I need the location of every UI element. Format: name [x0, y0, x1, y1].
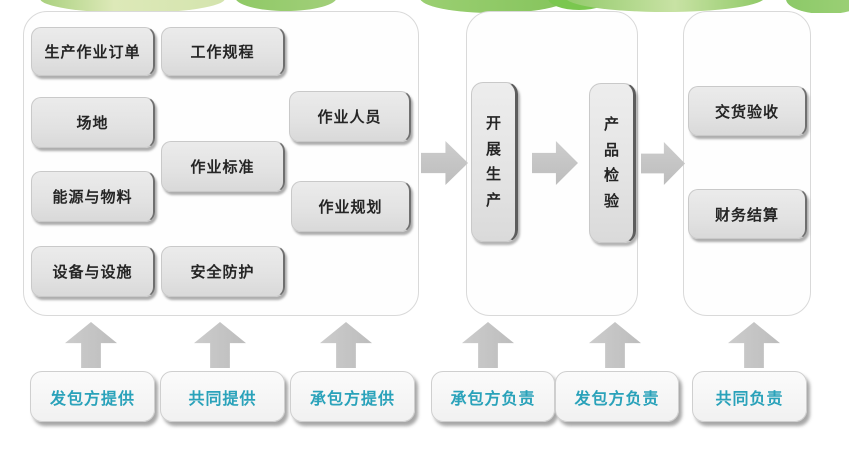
legend-issuer-provides: 发包方提供	[30, 371, 155, 422]
up-arrow-jointly-provided	[194, 322, 246, 368]
green-blob	[565, 0, 765, 12]
box-label: 生产作业订单	[44, 44, 141, 61]
box-work-rules: 工作规程	[161, 27, 285, 76]
legend-label: 承包方负责	[450, 390, 536, 408]
box-label: 能源与物料	[52, 189, 133, 206]
up-arrow-contractor-provides	[320, 322, 372, 368]
box-label: 产品检验	[603, 116, 619, 210]
legend-label: 发包方负责	[574, 390, 660, 408]
delivery-container	[683, 11, 811, 316]
green-blob	[40, 0, 225, 13]
legend-label: 共同负责	[715, 390, 784, 408]
box-label: 作业人员	[317, 109, 382, 126]
green-blob	[420, 0, 568, 13]
up-arrow-jointly-responsible	[728, 322, 780, 368]
box-work-standards: 作业标准	[161, 141, 285, 192]
box-delivery-acceptance: 交货验收	[688, 86, 807, 136]
box-label: 交货验收	[714, 103, 779, 121]
box-energy-materials: 能源与物料	[31, 171, 155, 222]
box-label: 开展生产	[485, 115, 501, 209]
up-arrow-issuer-responsible	[589, 322, 641, 368]
box-label: 工作规程	[190, 44, 255, 61]
box-label: 作业标准	[190, 159, 255, 176]
box-label: 设备与设施	[52, 264, 133, 281]
box-label: 场地	[76, 115, 109, 132]
legend-issuer-responsible: 发包方负责	[555, 371, 679, 422]
box-work-planning: 作业规划	[291, 181, 411, 232]
box-label: 财务结算	[714, 206, 779, 224]
legend-label: 发包方提供	[49, 390, 135, 408]
green-blob	[235, 0, 337, 11]
box-safety-protection: 安全防护	[161, 246, 285, 297]
box-product-inspection: 产品检验	[589, 83, 636, 243]
up-arrow-contractor-responsible	[462, 322, 514, 368]
legend-label: 共同提供	[188, 390, 257, 408]
box-label: 安全防护	[190, 264, 255, 281]
box-operators: 作业人员	[289, 91, 411, 142]
green-blob	[786, 0, 849, 13]
legend-contractor-responsible: 承包方负责	[431, 371, 555, 422]
up-arrow-issuer-provides	[65, 322, 117, 368]
flow-arrow-to-production	[421, 141, 468, 185]
box-start-production: 开展生产	[471, 82, 518, 242]
box-equipment-facilities: 设备与设施	[31, 246, 155, 297]
green-decoration-strip	[0, 0, 849, 13]
legend-jointly-responsible: 共同负责	[692, 371, 807, 422]
legend-jointly-provided: 共同提供	[160, 371, 285, 422]
legend-contractor-provides: 承包方提供	[290, 371, 415, 422]
flow-arrow-to-delivery	[641, 142, 685, 185]
legend-label: 承包方提供	[309, 390, 395, 408]
box-label: 作业规划	[318, 199, 383, 216]
box-financial-settlement: 财务结算	[688, 189, 807, 239]
box-production-work-order: 生产作业订单	[31, 27, 155, 76]
green-blob	[548, 0, 610, 10]
box-site: 场地	[31, 97, 155, 148]
